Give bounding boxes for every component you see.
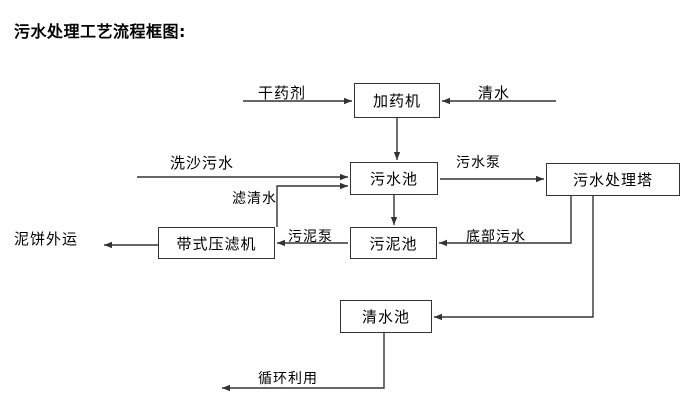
endpoint-label-clean-water: 清水 [478,84,511,102]
node-label: 清水池 [361,308,410,326]
node-belt-filter-press[interactable]: 带式压滤机 [158,227,275,259]
edge-tower-to-sludge-pool [439,196,572,247]
edge-label-bottom-wastewater: 底部污水 [466,229,526,245]
node-label: 加药机 [372,92,421,110]
page-title: 污水处理工艺流程框图: [14,22,186,41]
node-label: 污水处理塔 [572,171,653,189]
node-wastewater-pool[interactable]: 污水池 [350,162,438,195]
node-label: 带式压滤机 [176,234,257,253]
node-dosing-machine[interactable]: 加药机 [354,83,440,118]
endpoint-label-mud-cake-out: 泥饼外运 [14,230,79,248]
edge-tower-to-clear-water-pool [434,196,594,321]
node-clear-water-pool[interactable]: 清水池 [340,300,432,333]
endpoint-label-dry-chemical: 干药剂 [258,84,307,102]
node-sludge-pool[interactable]: 污泥池 [350,227,437,259]
endpoint-label-sand-wash-water: 洗沙污水 [170,154,235,172]
edge-label-filtered-clear-water: 滤清水 [232,191,277,207]
edge-label-sludge-pump: 污泥泵 [288,229,333,245]
node-label: 污泥池 [369,234,418,253]
edge-label-recycle-reuse: 循环利用 [258,371,318,387]
node-treatment-tower[interactable]: 污水处理塔 [546,163,680,196]
edge-clear-water-pool-to-reuse [222,333,385,392]
node-label: 污水池 [369,170,418,188]
edge-label-wastewater-pump: 污水泵 [456,155,501,171]
edge-filtered-water-to-wastewater-pool [276,182,348,227]
